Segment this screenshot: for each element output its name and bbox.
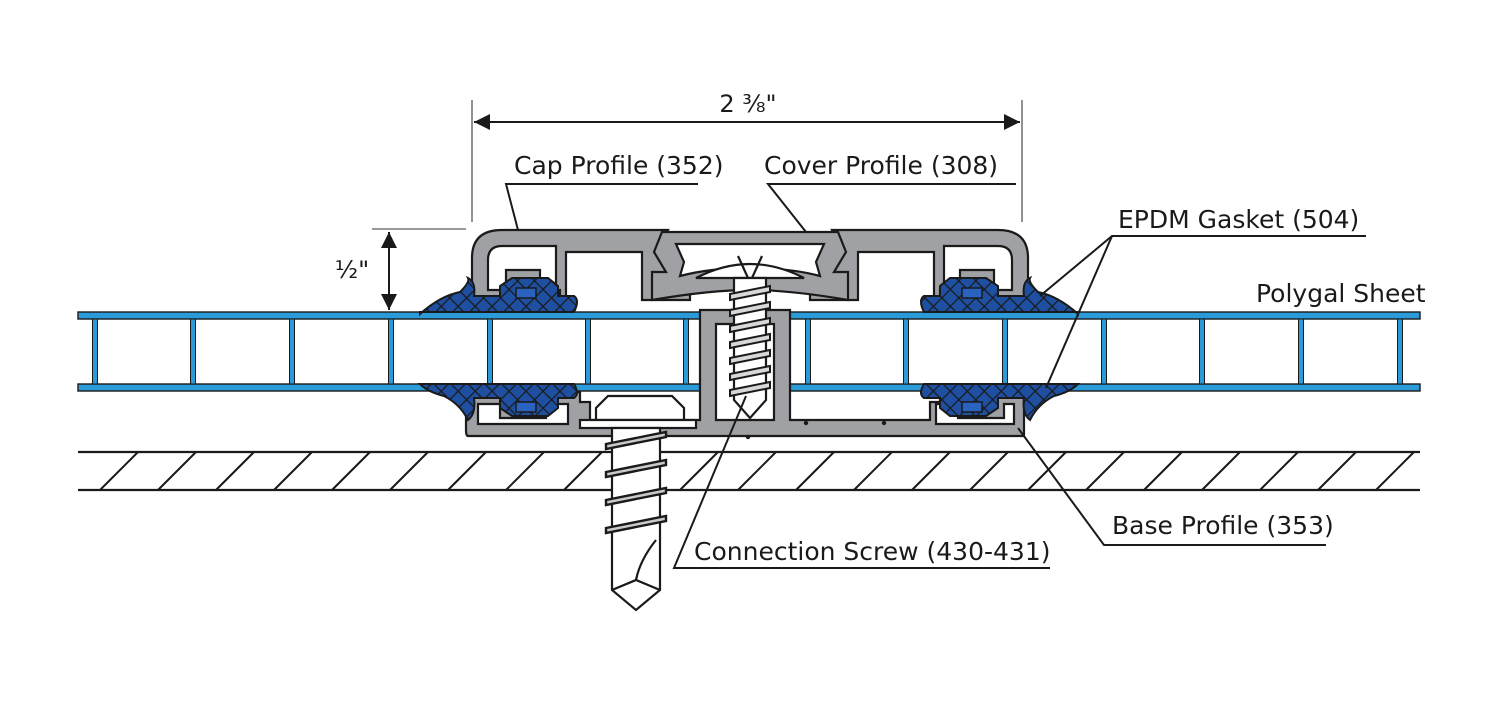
screw-thread — [604, 514, 668, 535]
sheet-rib — [1101, 318, 1107, 385]
sheet-rib — [805, 318, 811, 385]
hatch-line — [505, 451, 545, 491]
sheet-rib — [1298, 318, 1304, 385]
epdm-gasket-lower-left — [417, 383, 578, 422]
hatch-line — [389, 451, 429, 491]
height-dimension-label: ½" — [335, 256, 369, 284]
sheet-bottom-skin — [789, 383, 1421, 392]
connection-screw-label: Connection Screw (430-431) — [694, 537, 1050, 566]
epdm-gasket-upper-left — [419, 275, 578, 317]
sheet-rib — [1199, 318, 1205, 385]
hatch-line — [1143, 451, 1183, 491]
hatch-line — [1201, 451, 1241, 491]
screw-thread — [729, 380, 771, 398]
sheet-top-skin — [789, 311, 1421, 320]
connection-screw — [695, 255, 805, 420]
hatch-line — [969, 451, 1009, 491]
screw-thread — [729, 364, 771, 382]
height-dimension: ½" — [335, 228, 466, 310]
hatch-line — [447, 451, 487, 491]
screw-thread — [729, 284, 771, 302]
sheet-rib — [1002, 318, 1008, 385]
sheet-rib — [903, 318, 909, 385]
sheet-rib — [487, 318, 493, 385]
sheet-rib — [585, 318, 591, 385]
screw-thread — [729, 316, 771, 334]
label-connection-screw: Connection Screw (430-431) — [672, 395, 1050, 569]
hatch-line — [215, 451, 255, 491]
screw-thread — [729, 332, 771, 350]
sheet-rib — [92, 318, 98, 385]
screw-thread — [604, 430, 668, 451]
hatch-line — [1027, 451, 1067, 491]
hatch-line — [737, 451, 777, 491]
screw-thread — [604, 458, 668, 479]
sheet-rib — [683, 318, 689, 385]
fixing-screw — [578, 394, 698, 612]
cap-profile-label: Cap Profile (352) — [514, 151, 724, 180]
sheet-rib — [289, 318, 295, 385]
sheet-top-skin — [77, 311, 703, 320]
label-polygal-sheet: Polygal Sheet — [1256, 279, 1426, 308]
label-cover-profile: Cover Profile (308) — [764, 151, 1016, 233]
hatch-line — [1259, 451, 1299, 491]
hatch-line — [273, 451, 313, 491]
epdm-gasket-lower-right — [920, 383, 1081, 422]
width-dimension: 2 ³⁄₈" — [471, 90, 1023, 222]
hatch-line — [331, 451, 371, 491]
hatch-line — [1375, 451, 1415, 491]
sheet-bottom-skin — [77, 383, 703, 392]
base-profile-label: Base Profile (353) — [1112, 511, 1334, 540]
screw-thread — [729, 300, 771, 318]
hatch-line — [679, 451, 719, 491]
screw-thread — [729, 348, 771, 366]
sheet-rib — [190, 318, 196, 385]
epdm-gasket-label: EPDM Gasket (504) — [1118, 205, 1359, 234]
screw-thread — [604, 486, 668, 507]
polygal-sheet-left — [77, 311, 703, 392]
label-base-profile: Base Profile (353) — [1017, 427, 1334, 546]
hatch-line — [1317, 451, 1357, 491]
hatch-line — [563, 451, 603, 491]
sheet-rib — [388, 318, 394, 385]
hatch-line — [795, 451, 835, 491]
polygal-sheet-label: Polygal Sheet — [1256, 279, 1426, 308]
width-dimension-label: 2 ³⁄₈" — [719, 90, 776, 118]
label-cap-profile: Cap Profile (352) — [504, 151, 724, 231]
cover-profile-label: Cover Profile (308) — [764, 151, 998, 180]
label-epdm-gasket: EPDM Gasket (504) — [1039, 205, 1366, 389]
hatch-line — [157, 451, 197, 491]
hatch-line — [99, 451, 139, 491]
substrate-beam — [78, 450, 1420, 492]
polygal-sheet-right — [789, 311, 1421, 392]
hatch-line — [1085, 451, 1125, 491]
sheet-rib — [1397, 318, 1403, 385]
hatch-line — [853, 451, 893, 491]
hatch-line — [911, 451, 951, 491]
